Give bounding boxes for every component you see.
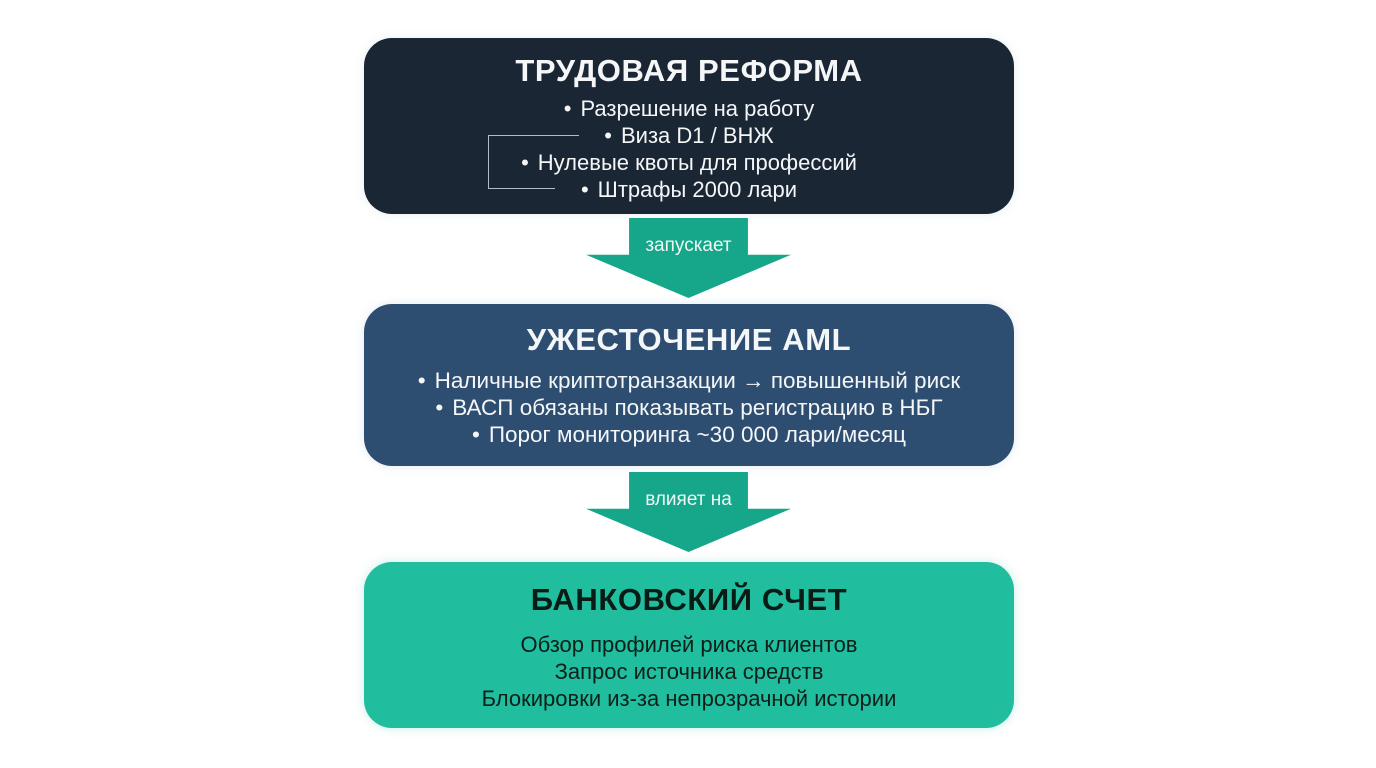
arrow-label: запускает <box>645 235 732 256</box>
list-item-text: Наличные криптотранзакции → повышенный р… <box>434 368 961 393</box>
node-labor-reform-title: ТРУДОВАЯ РЕФОРМА <box>515 53 863 88</box>
bullet-glyph: • <box>521 150 529 175</box>
list-item: Обзор профилей риска клиентов <box>482 631 897 658</box>
list-item: • Виза D1 / ВНЖ <box>521 122 857 149</box>
list-item: • ВАСП обязаны показывать регистрацию в Н… <box>418 394 960 421</box>
list-item: • Разрешение на работу <box>521 95 857 122</box>
list-item-text: Блокировки из-за непрозрачной истории <box>481 686 897 711</box>
arrow-down-2: влияет на <box>586 472 791 552</box>
list-item: • Нулевые квоты для профессий <box>521 149 857 176</box>
node-bank-list: Обзор профилей риска клиентов Запрос ист… <box>482 631 897 712</box>
list-item-text: Виза D1 / ВНЖ <box>620 123 774 148</box>
node-labor-reform-list: •Разрешение на работу •Виза D1 / ВНЖ •Ну… <box>521 95 857 203</box>
arrow-label: влияет на <box>645 489 732 510</box>
list-item-text: Запрос источника средств <box>554 659 824 684</box>
node-bank-account: БАНКОВСКИЙ СЧЕТ Обзор профилей риска кли… <box>364 562 1014 728</box>
arrow-down-1: запускает <box>586 218 791 298</box>
list-item-text: Штрафы 2000 лари <box>597 177 798 202</box>
list-item-text: Нулевые квоты для профессий <box>537 150 857 175</box>
node-bank-title: БАНКОВСКИЙ СЧЕТ <box>530 582 848 617</box>
list-item: Блокировки из-за непрозрачной истории <box>482 685 897 712</box>
list-item-text: Обзор профилей риска клиентов <box>520 632 858 657</box>
down-arrow-icon <box>586 218 791 298</box>
bracket-bottom-line <box>489 187 555 189</box>
node-aml-title: УЖЕСТОЧЕНИЕ AML <box>526 322 852 357</box>
bullet-glyph: • <box>580 177 589 202</box>
bullet-glyph: • <box>471 422 480 447</box>
list-item-text: Порог мониторинга ~30 000 лари/месяц <box>488 422 907 447</box>
list-item-text: ВАСП обязаны показывать регистрацию в НБ… <box>452 395 943 420</box>
down-arrow-icon <box>586 472 791 552</box>
node-aml-tightening: УЖЕСТОЧЕНИЕ AML •Наличные криптотранзакц… <box>364 304 1014 466</box>
node-aml-list: •Наличные криптотранзакции → повышенный … <box>418 367 960 448</box>
list-item: Запрос источника средств <box>482 658 897 685</box>
bracket-decoration <box>488 135 579 189</box>
bullet-glyph: • <box>563 96 572 121</box>
list-item: • Порог мониторинга ~30 000 лари/месяц <box>418 421 960 448</box>
bullet-glyph: • <box>435 395 444 420</box>
bullet-glyph: • <box>417 368 426 393</box>
list-item: • Наличные криптотранзакции → повышенный … <box>418 367 960 394</box>
bullet-glyph: • <box>604 123 612 148</box>
list-item: • Штрафы 2000 лари <box>521 176 857 203</box>
node-labor-reform: ТРУДОВАЯ РЕФОРМА •Разрешение на работу •… <box>364 38 1014 214</box>
list-item-text: Разрешение на работу <box>580 96 815 121</box>
